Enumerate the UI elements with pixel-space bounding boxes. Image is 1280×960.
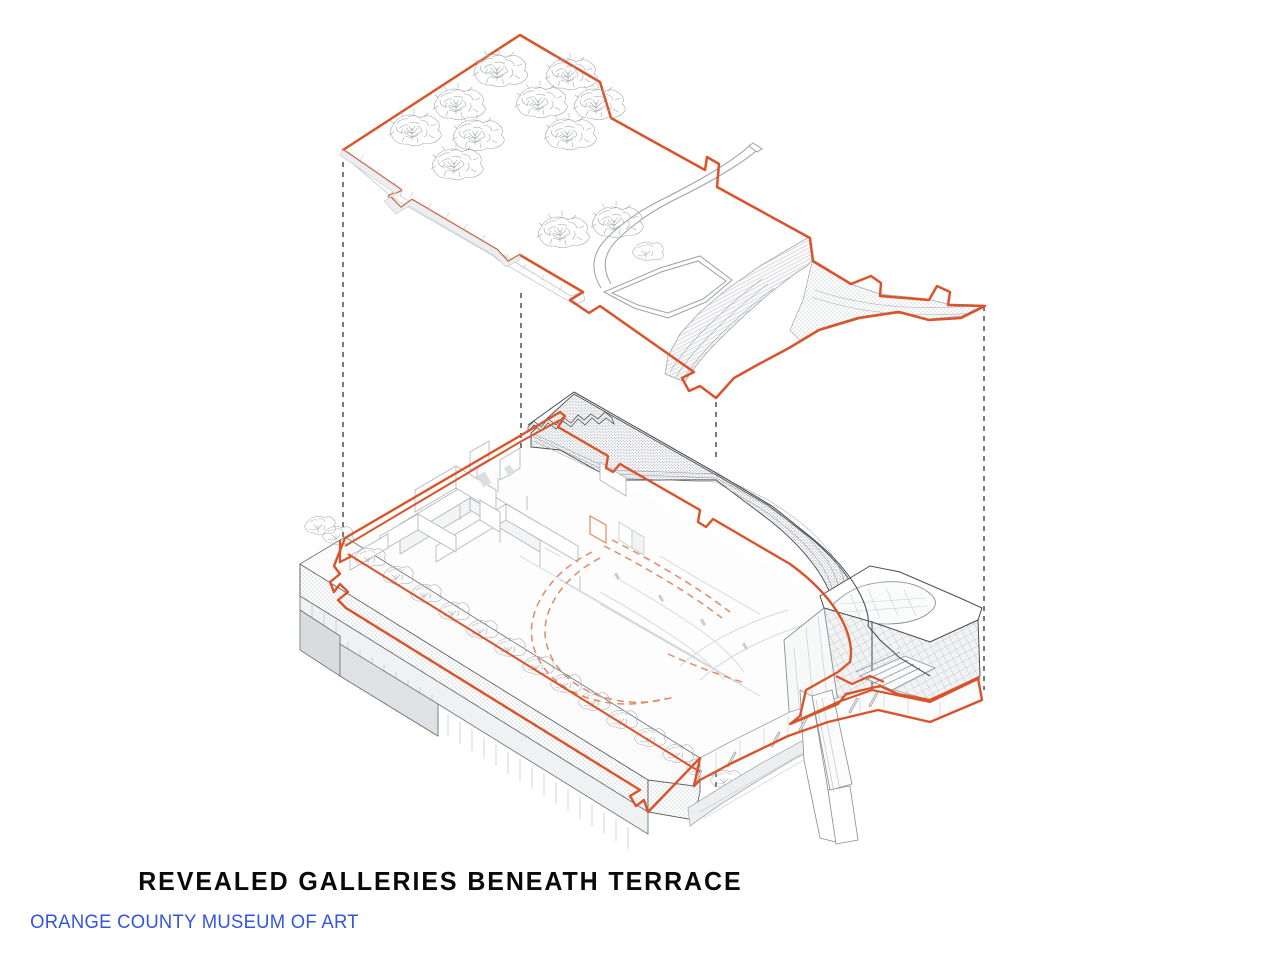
path-terminus-frame bbox=[589, 514, 607, 545]
terrace-edge-thickness bbox=[339, 149, 521, 268]
lower-gallery-layer bbox=[299, 391, 984, 849]
terrace-east-wedge bbox=[789, 261, 985, 341]
orange-pavilion-base bbox=[789, 677, 981, 725]
upper-terrace-layer bbox=[339, 33, 987, 400]
circulation-path-dashed bbox=[530, 539, 743, 705]
page-title: REVEALED GALLERIES BENEATH TERRACE bbox=[138, 866, 743, 896]
courtyard-floor-lines bbox=[519, 547, 761, 697]
page-subtitle: ORANGE COUNTY MUSEUM OF ART bbox=[30, 912, 359, 933]
gallery-wall-panels bbox=[477, 464, 516, 488]
gallery-partition-east bbox=[618, 521, 645, 556]
orange-notch-east bbox=[835, 674, 885, 686]
gallery-volume-silhouette bbox=[527, 391, 931, 677]
plinth-shade-step-2 bbox=[339, 643, 439, 737]
gallery-outline-orange bbox=[328, 410, 984, 814]
courtyard-lawn-edges bbox=[599, 579, 809, 681]
terrace-pathway-loop bbox=[593, 145, 758, 289]
terrace-planting-island bbox=[602, 255, 733, 319]
ground-fin-lines bbox=[815, 697, 841, 793]
gallery-partitions bbox=[349, 440, 627, 571]
terrace-promenade-paving bbox=[345, 151, 586, 306]
terrace-stepped-surface bbox=[664, 236, 813, 383]
caption-block: REVEALED GALLERIES BENEATH TERRACE ORANG… bbox=[0, 866, 1280, 934]
pavilion-oculus-grid bbox=[839, 587, 929, 623]
gallery-outline-orange-plinth bbox=[344, 419, 561, 547]
orange-notch-west bbox=[338, 540, 353, 564]
courtyard-furniture bbox=[613, 572, 749, 651]
terrace-outline-orange bbox=[341, 33, 987, 400]
gallery-outline-orange-edge bbox=[347, 553, 701, 773]
terrace-path-head bbox=[748, 142, 763, 153]
